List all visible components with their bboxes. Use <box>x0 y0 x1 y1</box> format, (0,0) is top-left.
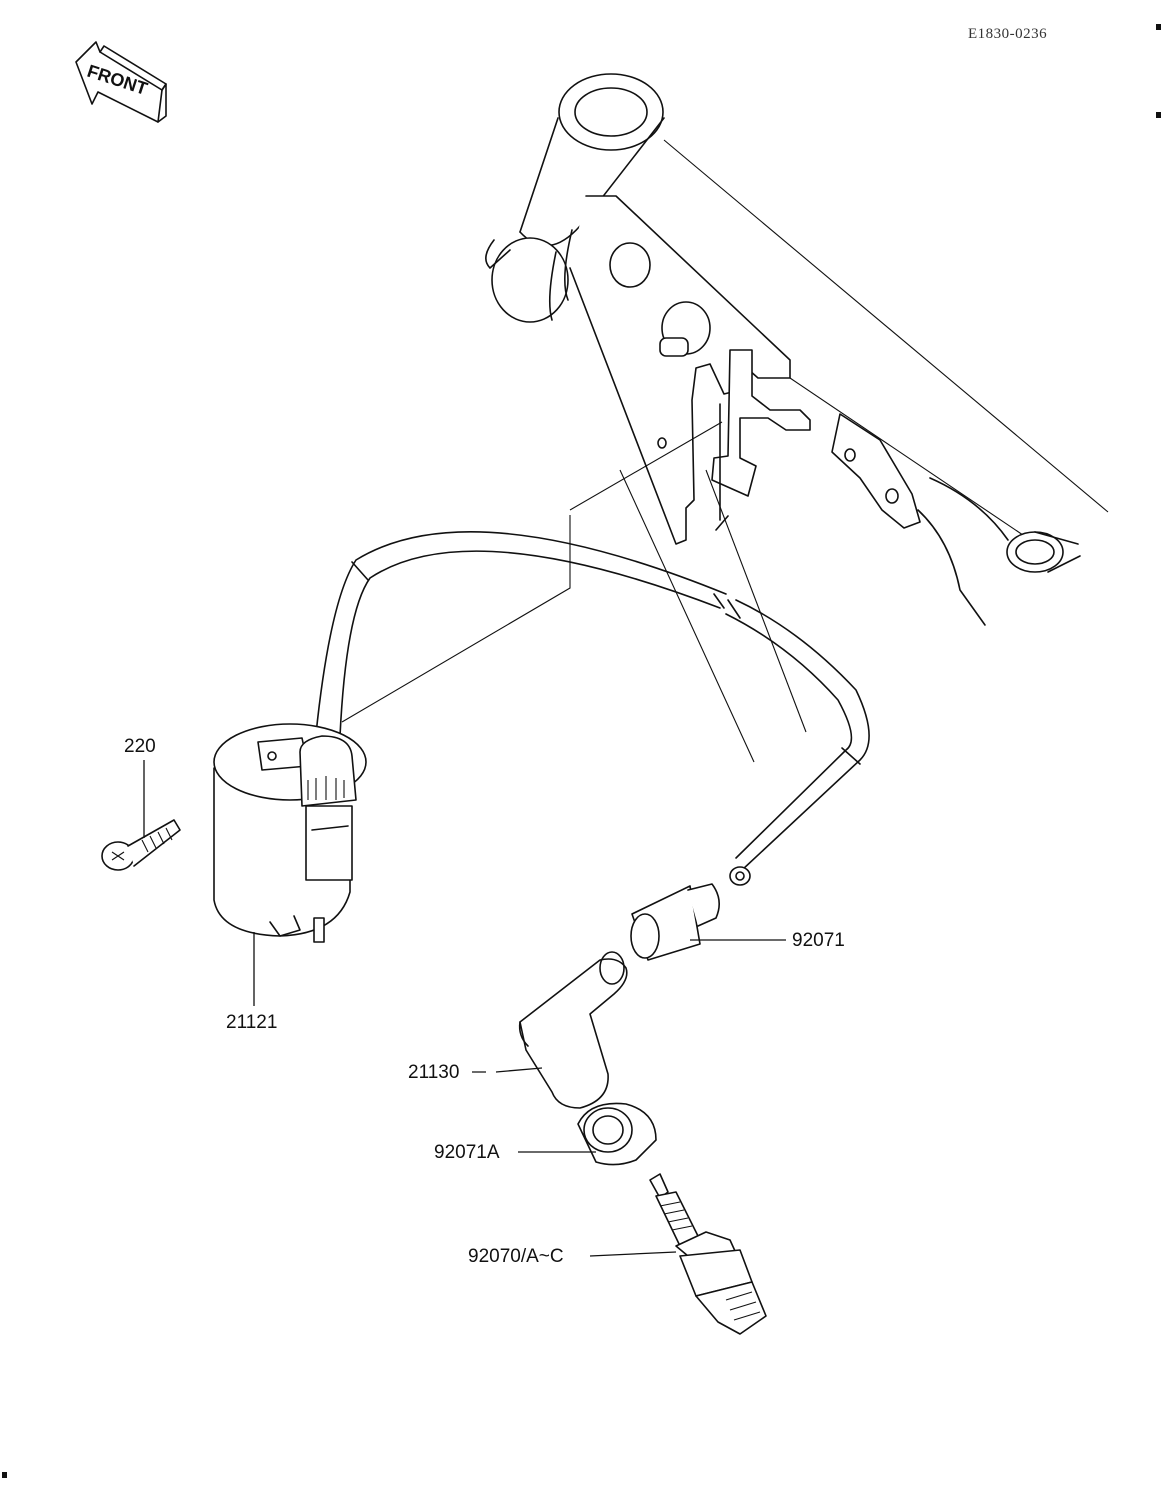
mounting-screw <box>101 819 181 871</box>
frame-gusset-plate <box>569 195 811 545</box>
reference-lines <box>341 421 807 763</box>
part-number-92070: 92070/A~C <box>468 1246 564 1267</box>
corner-mark <box>1156 24 1161 30</box>
part-number-220: 220 <box>124 736 156 757</box>
diagram-code: E1830-0236 <box>968 26 1047 42</box>
ignition-coil <box>213 723 367 943</box>
frame-main-tube <box>663 139 1109 626</box>
part-number-21121: 21121 <box>226 1012 277 1033</box>
frame-bracket <box>831 413 921 529</box>
cap-seal-a <box>577 1102 657 1166</box>
spark-plug-cap <box>518 951 628 1109</box>
corner-mark <box>1156 112 1161 118</box>
cap-seal <box>630 883 720 961</box>
front-arrow-icon: FRONT <box>75 41 167 123</box>
part-number-92071a: 92071A <box>434 1142 500 1163</box>
high-tension-lead <box>315 531 870 886</box>
part-number-21130: 21130 <box>408 1062 459 1083</box>
spark-plug <box>649 1173 767 1335</box>
leader-lines <box>143 760 786 1257</box>
corner-mark <box>2 1472 7 1478</box>
part-number-92071: 92071 <box>792 930 845 951</box>
